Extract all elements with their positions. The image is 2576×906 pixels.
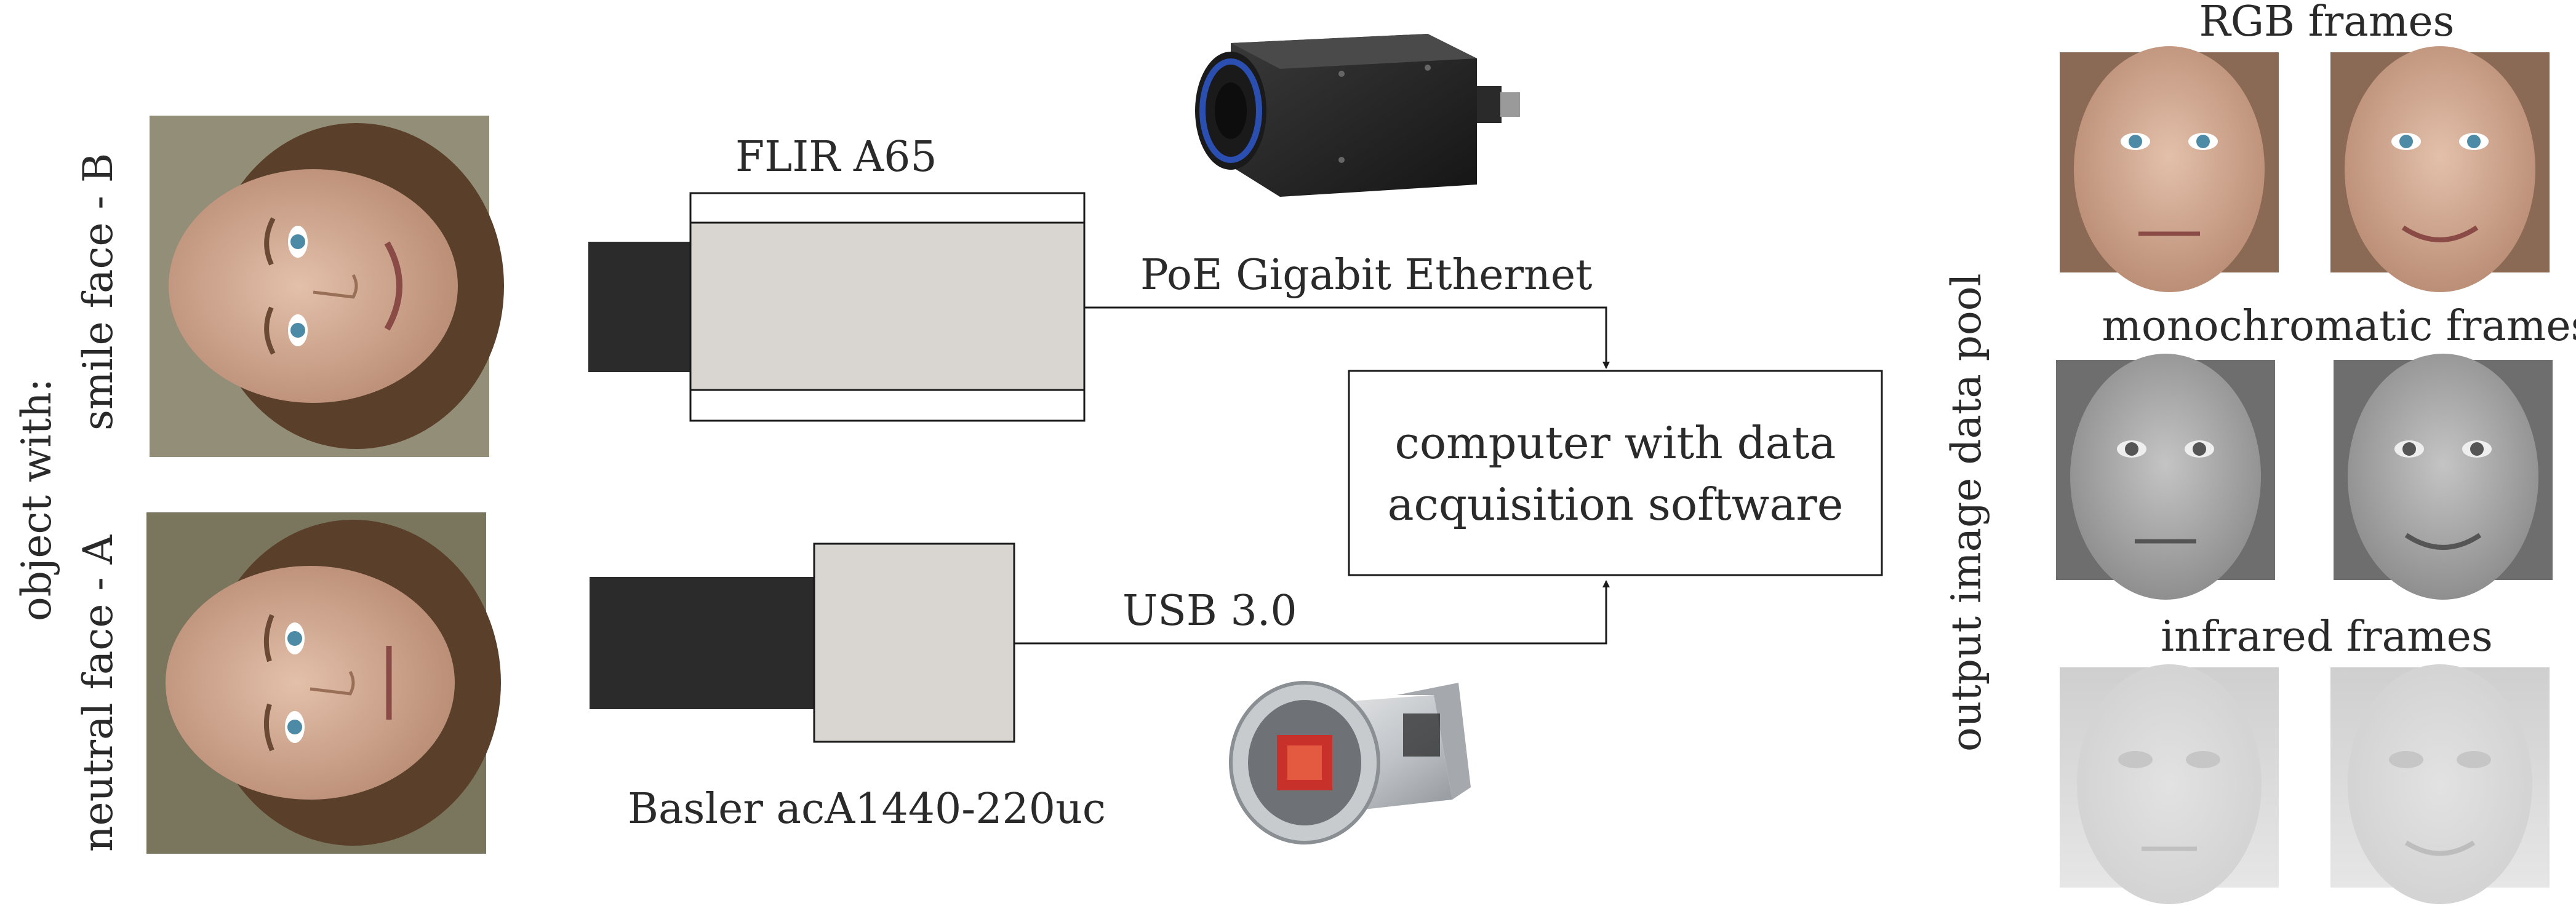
computer-label-line2: acquisition software bbox=[1388, 479, 1844, 530]
ir-frame-neutral bbox=[2060, 664, 2279, 904]
output-pool-label: output image data pool bbox=[1943, 273, 1990, 752]
flir-camera-label: FLIR A65 bbox=[735, 133, 937, 181]
object-label-line1: object with: bbox=[13, 378, 60, 621]
mono-frames-title: monochromatic frames bbox=[2102, 302, 2576, 351]
ir-frame-smile bbox=[2330, 664, 2550, 904]
flir-body bbox=[689, 221, 1086, 391]
mono-frame-smile bbox=[2334, 354, 2553, 600]
basler-camera-label: Basler acA1440-220uc bbox=[628, 785, 1106, 833]
basler-body bbox=[813, 542, 1015, 743]
flir-camera-schematic: FLIR A65 bbox=[588, 133, 1086, 422]
smile-face-label: smile face - B bbox=[74, 153, 122, 431]
rgb-frames-title: RGB frames bbox=[2199, 0, 2455, 46]
industrial-camera-icon bbox=[1229, 681, 1471, 844]
computer-label-line1: computer with data bbox=[1395, 417, 1836, 469]
usb-connection-label: USB 3.0 bbox=[1122, 587, 1297, 635]
neutral-face-label: neutral face - A bbox=[74, 534, 122, 852]
poe-connection-label: PoE Gigabit Ethernet bbox=[1140, 251, 1592, 300]
basler-camera-schematic: Basler acA1440-220uc bbox=[590, 542, 1106, 833]
mono-frame-neutral bbox=[2056, 354, 2275, 600]
basler-lens-block bbox=[590, 577, 814, 709]
usb-connection: USB 3.0 bbox=[1014, 580, 1610, 645]
neutral-face-photo bbox=[146, 512, 501, 854]
smile-face-photo bbox=[150, 116, 504, 457]
rgb-frame-smile bbox=[2330, 46, 2550, 292]
computer-box: computer with data acquisition software bbox=[1348, 370, 1883, 576]
ir-frames-title: infrared frames bbox=[2161, 613, 2492, 661]
object-label: object with: smile face - B neutral face… bbox=[13, 153, 122, 852]
poe-connection: PoE Gigabit Ethernet bbox=[1084, 251, 1610, 369]
thermal-camera-icon bbox=[1195, 34, 1520, 197]
flir-lens-block bbox=[588, 242, 690, 372]
rgb-frame-neutral bbox=[2060, 46, 2279, 292]
